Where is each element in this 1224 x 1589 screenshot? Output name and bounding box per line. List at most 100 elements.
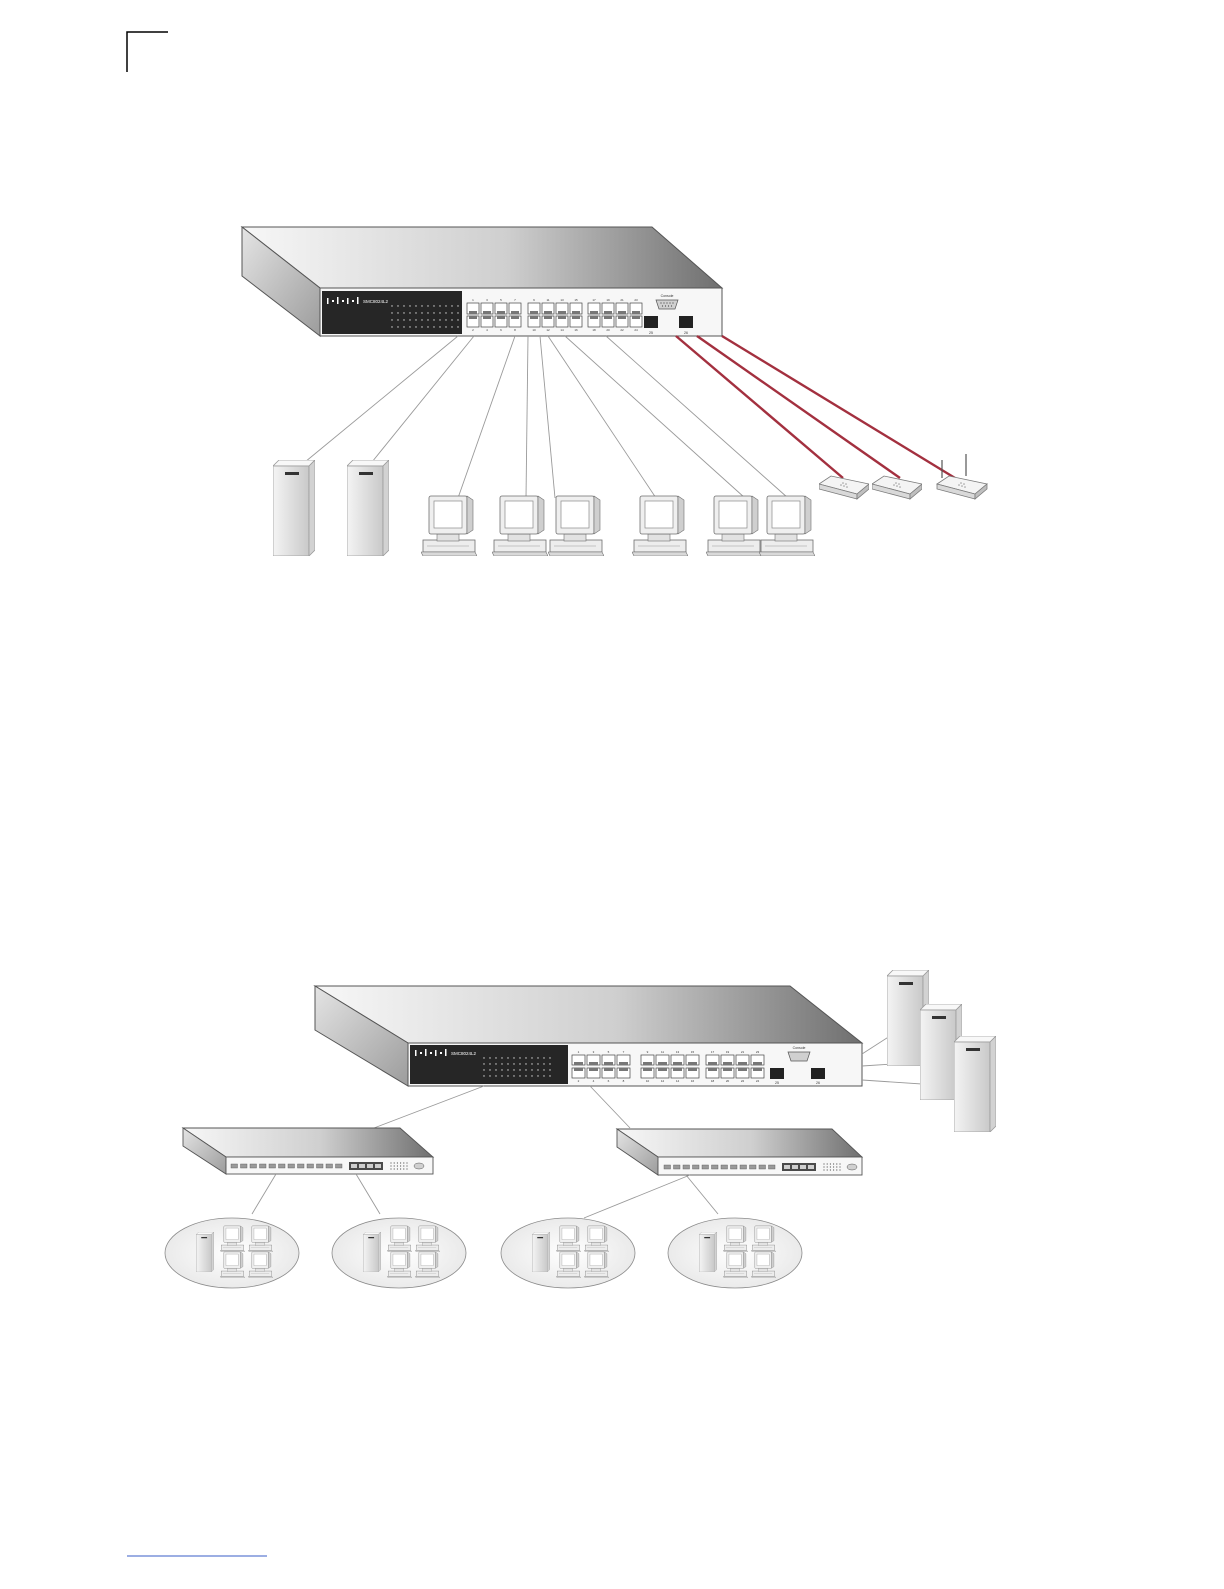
edge-port[interactable] [336, 1164, 343, 1168]
status-led [421, 312, 422, 313]
status-led [421, 305, 422, 306]
port-number: 21 [741, 1050, 745, 1054]
port-number: 19 [606, 298, 610, 302]
status-led [531, 1057, 532, 1058]
status-led [483, 1069, 484, 1070]
status-led [415, 319, 416, 320]
port-number: 15 [691, 1050, 695, 1054]
figure-2-switch-hierarchy: SMC8024L2 123456789101112131415161718192… [165, 970, 996, 1288]
server-icon [954, 1036, 996, 1132]
status-led [451, 305, 452, 306]
sfp-slot-25[interactable] [770, 1068, 784, 1079]
port-number: 17 [592, 298, 596, 302]
status-led [537, 1063, 538, 1064]
status-led [427, 305, 428, 306]
status-led [409, 319, 410, 320]
edge-port[interactable] [759, 1165, 766, 1169]
status-led [433, 326, 434, 327]
edge-port[interactable] [307, 1164, 314, 1168]
port-number: 20 [726, 1079, 730, 1083]
port-number: 11 [546, 298, 549, 302]
status-led [445, 305, 446, 306]
status-led [409, 312, 410, 313]
port-number: 11 [661, 1050, 664, 1054]
workgroup-cluster-icon [165, 1218, 299, 1288]
port-number: 20 [606, 328, 610, 332]
console-port[interactable] [788, 1052, 810, 1061]
edge-port[interactable] [279, 1164, 286, 1168]
sfp-slot-26[interactable] [679, 316, 693, 328]
status-led [409, 305, 410, 306]
edge-port[interactable] [317, 1164, 324, 1168]
status-led [433, 319, 434, 320]
edge-port[interactable] [750, 1165, 757, 1169]
status-led [415, 305, 416, 306]
edge-port[interactable] [260, 1164, 267, 1168]
server-icon [347, 460, 389, 556]
status-led [513, 1063, 514, 1064]
wireless-router-icon [937, 454, 987, 499]
status-led [489, 1075, 490, 1076]
status-led [513, 1075, 514, 1076]
status-led [513, 1057, 514, 1058]
status-led [439, 312, 440, 313]
sfp-label-25: 25 [649, 331, 653, 335]
port-number: 16 [691, 1079, 695, 1083]
edge-port[interactable] [731, 1165, 738, 1169]
status-led [445, 312, 446, 313]
status-led [421, 319, 422, 320]
edge-switch-left [183, 1128, 433, 1174]
status-led [397, 326, 398, 327]
status-led [549, 1063, 550, 1064]
status-led [501, 1057, 502, 1058]
console-label: Console [793, 1046, 806, 1050]
edge-port[interactable] [326, 1164, 333, 1168]
status-led [507, 1063, 508, 1064]
sfp-slot-25[interactable] [644, 316, 658, 328]
sfp-slot-26[interactable] [811, 1068, 825, 1079]
edge-port[interactable] [674, 1165, 681, 1169]
status-led [433, 305, 434, 306]
port-number: 12 [661, 1079, 665, 1083]
edge-port[interactable] [231, 1164, 238, 1168]
edge-port[interactable] [298, 1164, 305, 1168]
edge-port[interactable] [740, 1165, 747, 1169]
port-number: 21 [620, 298, 624, 302]
status-led [397, 312, 398, 313]
edge-port[interactable] [721, 1165, 728, 1169]
console-port[interactable] [656, 300, 678, 309]
edge-port[interactable] [288, 1164, 295, 1168]
status-led [537, 1057, 538, 1058]
status-led [519, 1075, 520, 1076]
status-led [501, 1069, 502, 1070]
status-led [525, 1057, 526, 1058]
edge-switch-right [617, 1129, 862, 1175]
status-led [537, 1069, 538, 1070]
port-number: 24 [756, 1079, 760, 1083]
edge-port[interactable] [664, 1165, 671, 1169]
port-number: 12 [546, 328, 550, 332]
edge-port[interactable] [693, 1165, 700, 1169]
port-number: 18 [592, 328, 596, 332]
edge-port[interactable] [241, 1164, 248, 1168]
edge-port[interactable] [250, 1164, 257, 1168]
edge-port[interactable] [702, 1165, 709, 1169]
status-led [543, 1057, 544, 1058]
workgroup-cluster-icon [668, 1218, 802, 1288]
edge-port[interactable] [269, 1164, 276, 1168]
status-led [531, 1069, 532, 1070]
port-number: 18 [711, 1079, 715, 1083]
edge-port[interactable] [712, 1165, 719, 1169]
status-led [495, 1069, 496, 1070]
edge-port[interactable] [769, 1165, 776, 1169]
crop-mark [127, 32, 168, 72]
status-led [427, 326, 428, 327]
edge-port[interactable] [683, 1165, 690, 1169]
status-led [525, 1063, 526, 1064]
workgroup-links [252, 1174, 718, 1218]
status-led [495, 1057, 496, 1058]
status-led [489, 1057, 490, 1058]
status-led [451, 312, 452, 313]
status-led [391, 319, 392, 320]
status-led [501, 1063, 502, 1064]
